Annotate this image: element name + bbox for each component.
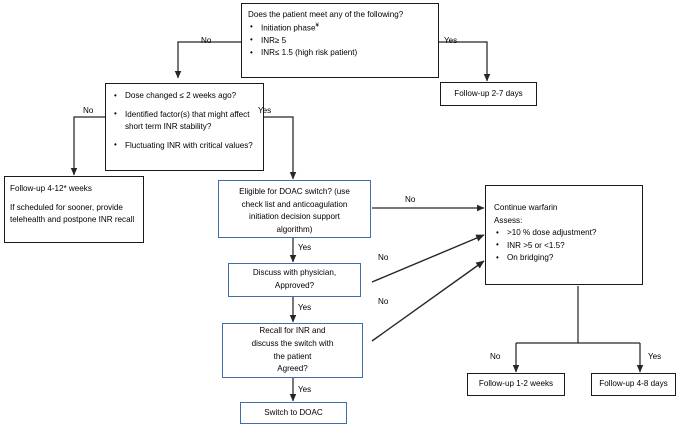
- edge-label-warfarin-yes: Yes: [648, 352, 662, 361]
- does-patient-meet-any-box[interactable]: Does the patient meet any of the followi…: [241, 3, 439, 78]
- doac-line-1: check list and anticoagulation: [241, 199, 348, 209]
- meet-criteria-bullet-1: INR≥ 5: [248, 34, 432, 48]
- dose-changed-factors-box[interactable]: Dose changed ≤ 2 weeks ago? Identified f…: [105, 83, 264, 171]
- edge-label-dose-changed-yes: Yes: [258, 106, 272, 115]
- edge-dose-changed-no: [70, 116, 105, 176]
- edge-warfarin-split: [512, 286, 644, 373]
- edge-label-meet-criteria-yes: Yes: [444, 36, 458, 45]
- edge-label-physician-yes: Yes: [298, 303, 312, 312]
- doac-line-3: algorithm): [276, 224, 313, 234]
- follow-up-2-7-days-label: Follow-up 2-7 days: [454, 88, 523, 98]
- edge-meet-criteria-yes: [439, 41, 491, 82]
- recall-line-1: discuss the switch with: [251, 338, 334, 348]
- continue-warfarin-bullets: >10 % dose adjustment? INR >5 or <1.5? O…: [494, 227, 634, 265]
- edge-label-doac-yes: Yes: [298, 243, 312, 252]
- follow-up-4-8-days-label: Follow-up 4-8 days: [599, 379, 668, 389]
- continue-warfarin-bullet-1: INR >5 or <1.5?: [494, 239, 634, 253]
- edge-physician-no: [371, 234, 485, 283]
- eligible-for-doac-switch-box[interactable]: Eligible for DOAC switch? (use check lis…: [218, 180, 371, 238]
- continue-warfarin-box[interactable]: Continue warfarin Assess: >10 % dose adj…: [485, 185, 643, 285]
- physician-line-1: Approved?: [274, 281, 315, 290]
- continue-warfarin-line1: Continue warfarin: [494, 203, 558, 212]
- edge-dose-changed-yes: [264, 116, 297, 180]
- continue-warfarin-line2: Assess:: [494, 215, 523, 225]
- meet-criteria-heading: Does the patient meet any of the followi…: [248, 10, 404, 19]
- physician-line-0: Discuss with physician,: [252, 268, 337, 278]
- doac-line-0: Eligible for DOAC switch? (use: [239, 187, 350, 196]
- switch-to-doac-label: Switch to DOAC: [264, 407, 323, 417]
- follow-up-4-8-days-box[interactable]: Follow-up 4-8 days: [591, 373, 676, 396]
- dose-changed-bullet-2: Fluctuating INR with critical values?: [112, 139, 257, 153]
- edge-label-recall-no: No: [378, 297, 389, 306]
- discuss-with-physician-box[interactable]: Discuss with physician, Approved?: [228, 263, 361, 297]
- switch-to-doac-box[interactable]: Switch to DOAC: [240, 402, 347, 424]
- follow-up-4-12-weeks-box[interactable]: Follow-up 4-12* weeks If scheduled for s…: [4, 176, 144, 243]
- edge-label-dose-changed-no: No: [83, 106, 94, 115]
- edge-label-doac-no: No: [405, 195, 416, 204]
- initiation-phase-superscript: ¥: [315, 22, 319, 29]
- meet-criteria-bullets: Initiation phase¥ INR≥ 5 INR≤ 1.5 (high …: [248, 21, 432, 60]
- recall-for-inr-box[interactable]: Recall for INR and discuss the switch wi…: [222, 323, 363, 378]
- edge-label-meet-criteria-no: No: [201, 36, 212, 45]
- continue-warfarin-bullet-0: >10 % dose adjustment?: [494, 227, 634, 240]
- follow-up-1-2-weeks-box[interactable]: Follow-up 1-2 weeks: [467, 373, 565, 396]
- edge-label-physician-no: No: [378, 253, 389, 262]
- dose-changed-bullets: Dose changed ≤ 2 weeks ago? Identified f…: [112, 90, 257, 152]
- continue-warfarin-bullet-2: On bridging?: [494, 252, 634, 265]
- follow-up-2-7-days-box[interactable]: Follow-up 2-7 days: [440, 82, 537, 106]
- meet-criteria-bullet-0: Initiation phase¥: [248, 21, 432, 35]
- recall-line-2: the patient: [273, 351, 312, 361]
- edge-recall-no: [371, 260, 485, 342]
- recall-line-3: Agreed?: [277, 364, 308, 374]
- edge-meet-criteria-no: [174, 41, 241, 79]
- dose-changed-bullet-1: Identified factor(s) that might affect s…: [112, 108, 257, 134]
- recall-line-0: Recall for INR and: [259, 326, 326, 336]
- follow-up-4-12-weeks-line1: Follow-up 4-12* weeks: [10, 184, 92, 193]
- follow-up-4-12-weeks-line2: If scheduled for sooner, provide telehea…: [10, 202, 135, 225]
- doac-line-2: initiation decision support: [249, 212, 340, 222]
- edge-label-recall-yes: Yes: [298, 385, 312, 394]
- edge-label-warfarin-no: No: [490, 352, 501, 361]
- follow-up-1-2-weeks-label: Follow-up 1-2 weeks: [478, 379, 554, 389]
- meet-criteria-bullet-2: INR≤ 1.5 (high risk patient): [248, 47, 432, 60]
- dose-changed-bullet-0: Dose changed ≤ 2 weeks ago?: [112, 90, 257, 103]
